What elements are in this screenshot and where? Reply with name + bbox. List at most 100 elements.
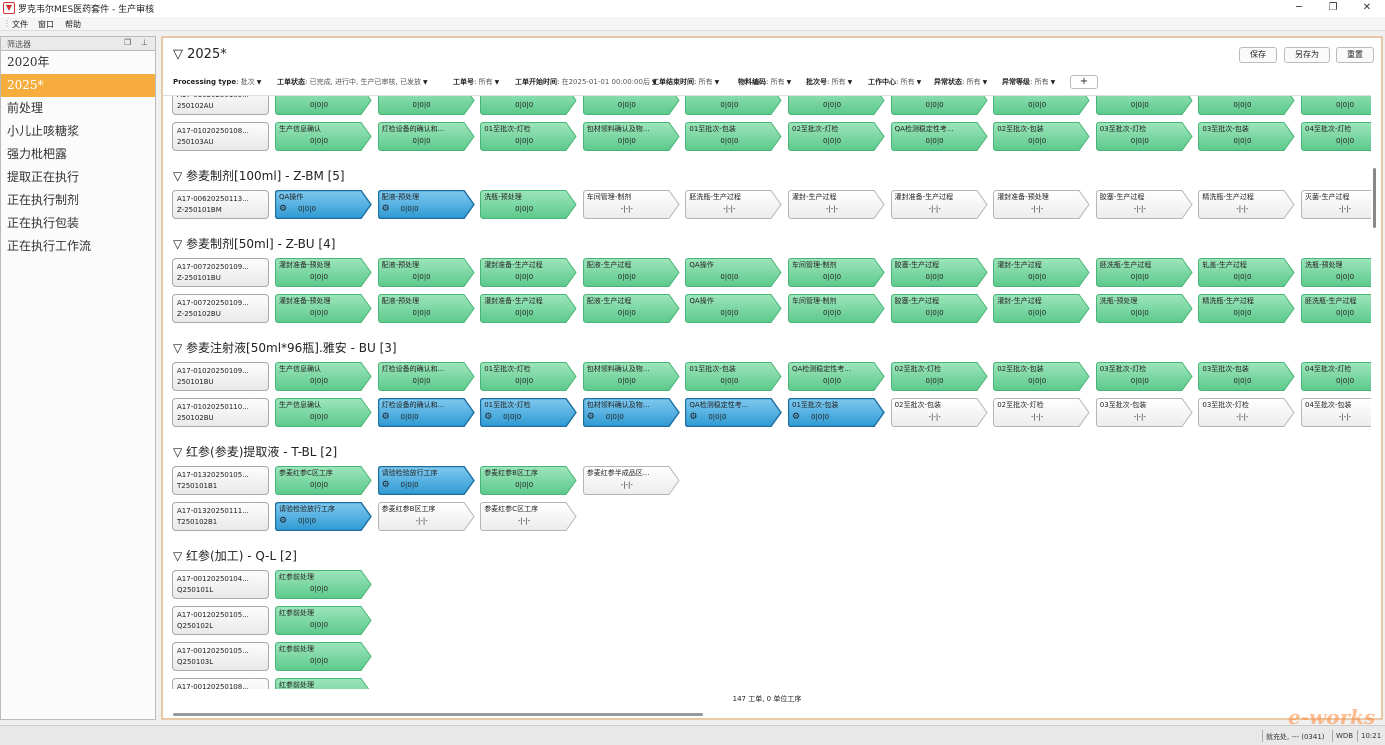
filter-dropdown[interactable]: Processing type: 批次▼ <box>173 78 262 86</box>
operation-step[interactable]: QA检测稳定性考...0|0|0 <box>890 122 988 151</box>
operation-step[interactable]: 灭菌-生产过程-|-|- <box>1301 190 1371 219</box>
collapse-triangle-icon[interactable]: ▽ <box>173 549 187 563</box>
operation-step[interactable]: QA检测稳定性考...0|0|0 <box>788 362 885 391</box>
order-card[interactable]: A17-00120250104...Q250101L <box>172 570 269 599</box>
operation-step[interactable]: 01至批次-灯检0|0|0 <box>480 96 577 115</box>
order-card[interactable]: A17-00720250109...Z-250102BU <box>172 294 269 323</box>
order-card[interactable]: A17-00120250105...Q250103L <box>172 642 269 671</box>
operation-step[interactable]: 灌封-生产过程-|-|- <box>788 190 885 219</box>
group-header[interactable]: ▽ 参麦制剂[50ml] - Z-BU [4] <box>173 236 335 252</box>
order-board[interactable]: A17-01020250105...250102AU生产信息确认0|0|0灯检设… <box>163 95 1371 689</box>
filter-dropdown[interactable]: 异常状态: 所有▼ <box>934 78 988 86</box>
filter-dropdown[interactable]: 工单号: 所有▼ <box>453 78 500 86</box>
operation-step[interactable]: 02至批次-灯检0|0|0 <box>890 96 988 115</box>
operation-step[interactable]: QA操作⚙0|0|0 <box>275 190 372 219</box>
operation-step[interactable]: 参麦红参半成品区...-|-|- <box>582 466 680 495</box>
save-button[interactable]: 保存 <box>1239 47 1277 63</box>
sidebar-filter-item[interactable]: 前处理 <box>7 101 44 115</box>
order-card[interactable]: A17-01020250108...250103AU <box>172 122 269 151</box>
operation-step[interactable]: 03至批次-包装0|0|0 <box>1198 96 1296 115</box>
add-filter-button[interactable]: + <box>1070 75 1098 89</box>
board-title[interactable]: ▽ 2025* <box>173 47 227 62</box>
operation-step[interactable]: 胶塞-生产过程-|-|- <box>1095 190 1193 219</box>
operation-step[interactable]: 02至批次-包装0|0|0 <box>993 96 1090 115</box>
operation-step[interactable]: 03至批次-灯检0|0|0 <box>1095 96 1193 115</box>
sidebar-filter-item[interactable]: 强力枇杷露 <box>7 147 68 161</box>
minimize-icon[interactable]: ─ <box>1295 2 1303 13</box>
operation-step[interactable]: QA检测稳定性考...0|0|0 <box>582 96 680 115</box>
operation-step[interactable]: 请验检验放行工序⚙0|0|0 <box>275 502 372 531</box>
group-header[interactable]: ▽ 红参(参麦)提取液 - T-BL [2] <box>173 444 337 460</box>
operation-step[interactable]: 01至批次-包装⚙0|0|0 <box>788 398 885 427</box>
horizontal-scrollbar[interactable] <box>173 713 703 716</box>
vertical-scrollbar[interactable] <box>1373 168 1376 228</box>
operation-step[interactable]: 包材领料确认及物...0|0|0 <box>582 362 680 391</box>
menu-file[interactable]: 文件 <box>12 20 28 29</box>
operation-step[interactable]: 01至批次-包装0|0|0 <box>788 96 885 115</box>
operation-step[interactable]: 02至批次-包装-|-|- <box>890 398 988 427</box>
operation-step[interactable]: 车间管理-制剂-|-|- <box>582 190 680 219</box>
group-header[interactable]: ▽ 参麦制剂[100ml] - Z-BM [5] <box>173 168 345 184</box>
operation-step[interactable]: 请验检验放行工序⚙0|0|0 <box>377 466 475 495</box>
order-card[interactable]: A17-00720250109...Z-250101BU <box>172 258 269 287</box>
operation-step[interactable]: 参麦红参B区工序-|-|- <box>377 502 475 531</box>
operation-step[interactable]: 04至批次-灯检0|0|0 <box>1301 96 1371 115</box>
order-card[interactable]: A17-01320250111...T250102B1 <box>172 502 269 531</box>
operation-step[interactable]: 03至批次-包装-|-|- <box>1095 398 1193 427</box>
collapse-triangle-icon[interactable]: ▽ <box>173 47 183 62</box>
operation-step[interactable]: 包材领料确认及物...0|0|0 <box>685 96 783 115</box>
operation-step[interactable]: 包材领料确认及物...⚙0|0|0 <box>582 398 680 427</box>
operation-step[interactable]: 精洗瓶-生产过程-|-|- <box>1198 190 1296 219</box>
sidebar-filter-item[interactable]: 正在执行工作流 <box>7 239 92 253</box>
filter-dropdown[interactable]: 工单开始时间: 在2025-01-01 00:00:00后▼ <box>515 78 657 86</box>
reset-button[interactable]: 重置 <box>1336 47 1374 63</box>
operation-step[interactable]: 灯检设备的确认和...⚙0|0|0 <box>377 398 475 427</box>
operation-step[interactable]: 灯检设备的确认和...0|0|0 <box>377 96 475 115</box>
operation-step[interactable]: 灌封准备-预处理-|-|- <box>993 190 1090 219</box>
order-card[interactable]: A17-01020250105...250102AU <box>172 96 269 115</box>
operation-step[interactable]: 参麦红参C区工序-|-|- <box>480 502 577 531</box>
filter-dropdown[interactable]: 工单结束时间: 所有▼ <box>652 78 720 86</box>
collapse-triangle-icon[interactable]: ▽ <box>173 341 187 355</box>
save-as-button[interactable]: 另存为 <box>1284 47 1330 63</box>
operation-step[interactable]: 03至批次-灯检-|-|- <box>1198 398 1296 427</box>
operation-step[interactable]: QA检测稳定性考...⚙0|0|0 <box>685 398 783 427</box>
filter-dropdown[interactable]: 批次号: 所有▼ <box>806 78 853 86</box>
operation-step[interactable]: 01至批次-灯检⚙0|0|0 <box>480 398 578 427</box>
operation-step[interactable]: 灌封准备-生产过程-|-|- <box>890 190 988 219</box>
